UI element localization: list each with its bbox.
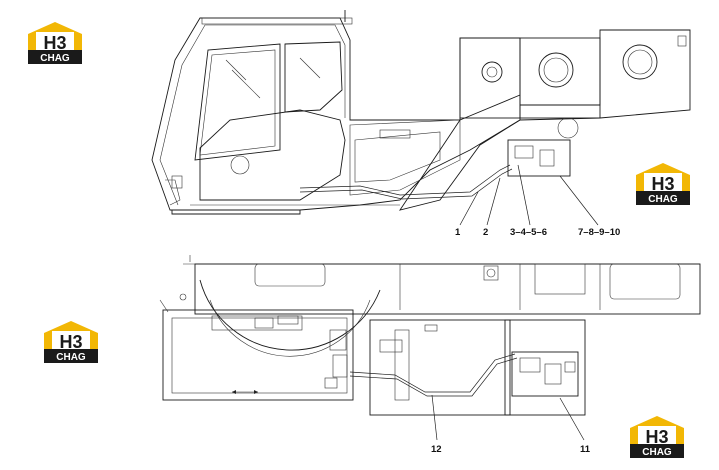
plan-view <box>159 255 701 416</box>
logo-brand: CHAG <box>56 352 86 363</box>
cab-window-front <box>194 43 281 161</box>
logo-brand: CHAG <box>40 53 70 64</box>
logo-brand: CHAG <box>642 447 672 458</box>
callout-label: 12 <box>431 444 442 455</box>
cab-outline <box>151 17 691 211</box>
callout-label: 1 <box>455 227 461 238</box>
brand-logo: H3 CHAG <box>28 22 82 64</box>
callout-label: 7–8–9–10 <box>578 227 620 238</box>
brand-logo: H3 CHAG <box>636 163 690 205</box>
control-unit <box>504 319 586 416</box>
top-callouts: 1 2 3–4–5–6 7–8–9–10 <box>455 164 620 238</box>
logo-mark: H3 <box>43 33 66 53</box>
logo-mark: H3 <box>59 332 82 352</box>
callout-label: 2 <box>483 227 488 238</box>
brand-logo: H3 CHAG <box>630 416 684 458</box>
brand-logo: H3 CHAG <box>44 321 98 363</box>
cab-window-side <box>284 41 343 113</box>
logo-mark: H3 <box>645 427 668 447</box>
callout-label: 3–4–5–6 <box>510 227 547 238</box>
callout-label: 11 <box>580 444 591 455</box>
hose-run <box>349 353 516 393</box>
hose-run <box>299 164 511 196</box>
logo-mark: H3 <box>651 174 674 194</box>
bottom-callouts: 12 11 <box>431 394 591 455</box>
logo-brand: CHAG <box>648 194 678 205</box>
turret-ring <box>538 52 574 88</box>
chassis-frame <box>162 309 354 401</box>
equipment-box <box>507 139 571 177</box>
side-view <box>151 10 691 215</box>
